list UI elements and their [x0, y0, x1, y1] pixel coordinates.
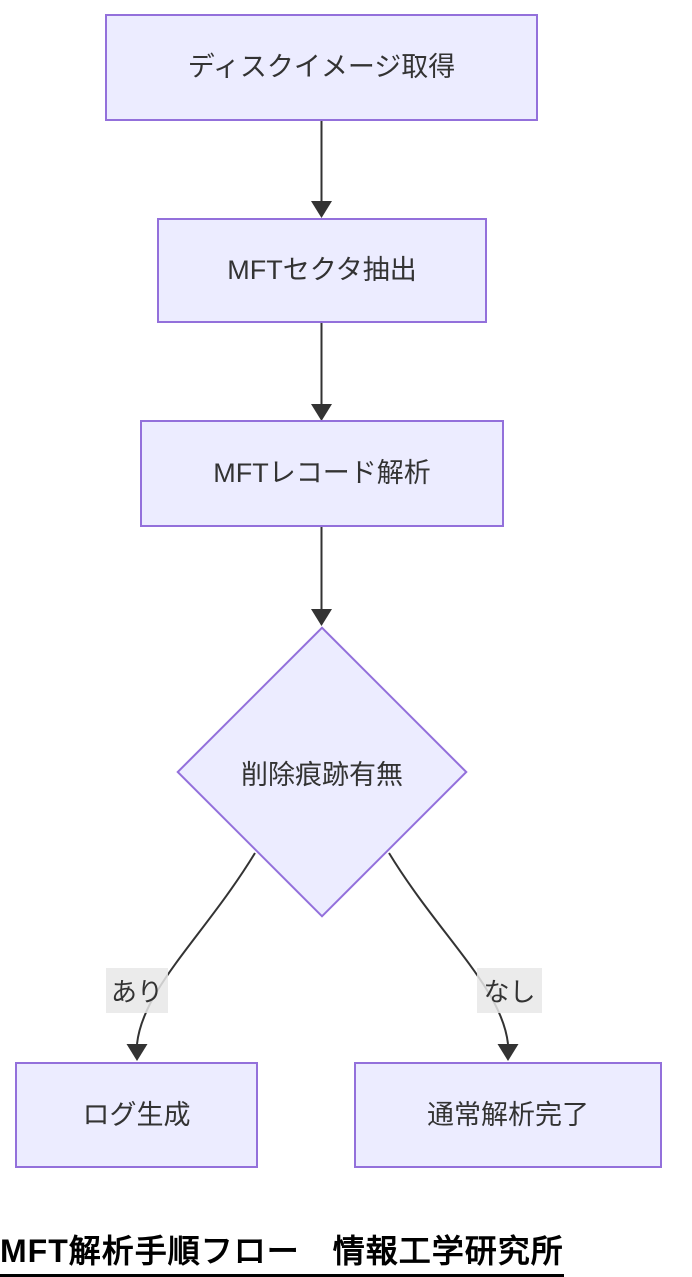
diagram-title: MFT解析手順フロー 情報工学研究所	[0, 1226, 564, 1277]
edge-label-yes-text: あり	[110, 977, 163, 1007]
node-normal-complete: 通常解析完了	[354, 1062, 662, 1168]
edge-mft-record-to-deletion-check	[311, 527, 332, 626]
node-mft-sector-label: MFTセクタ抽出	[227, 255, 417, 286]
node-disk-image: ディスクイメージ取得	[105, 14, 538, 121]
edge-mft-sector-to-mft-record	[311, 323, 332, 421]
node-disk-image-label: ディスクイメージ取得	[187, 52, 456, 83]
node-log-generate-label: ログ生成	[82, 1099, 191, 1130]
edge-disk-image-to-mft-sector	[311, 121, 332, 218]
node-log-generate: ログ生成	[15, 1062, 258, 1168]
edge-label-yes: あり	[106, 968, 168, 1013]
edge-deletion-check-to-log-generate	[126, 852, 256, 1061]
node-mft-sector: MFTセクタ抽出	[157, 218, 487, 323]
edge-label-no: なし	[477, 968, 542, 1013]
arrowhead-icon	[126, 1044, 148, 1061]
node-deletion-check-label: 削除痕跡有無	[241, 759, 403, 790]
node-deletion-check-label-wrap: 削除痕跡有無	[182, 752, 462, 792]
arrowhead-icon	[311, 201, 332, 218]
node-mft-record: MFTレコード解析	[140, 420, 504, 527]
node-normal-complete-label: 通常解析完了	[427, 1099, 589, 1130]
edge-deletion-check-to-normal-complete	[388, 852, 519, 1061]
arrowhead-icon	[497, 1044, 519, 1061]
node-mft-record-label: MFTレコード解析	[213, 458, 431, 489]
arrowhead-icon	[311, 404, 332, 421]
edge-label-no-text: なし	[483, 977, 536, 1007]
arrowhead-icon	[311, 609, 332, 626]
